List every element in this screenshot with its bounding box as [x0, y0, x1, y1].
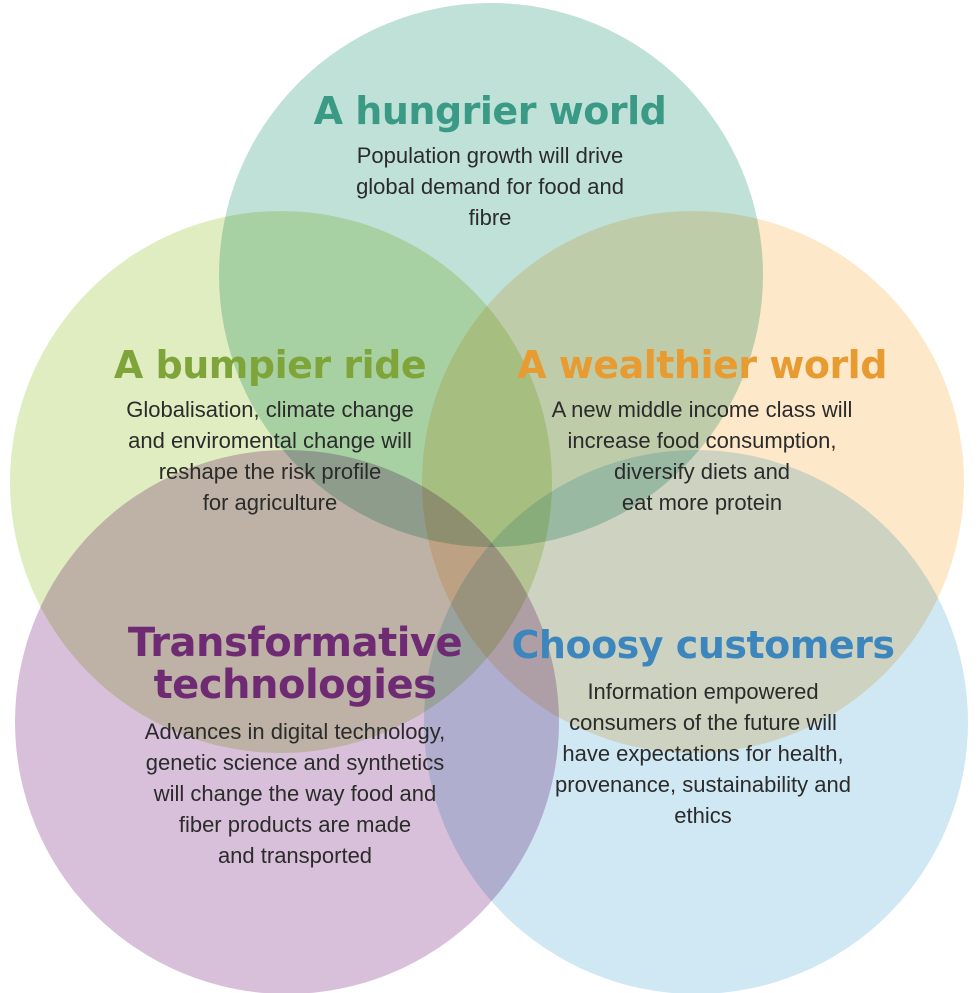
- bumpier-ride-line: Globalisation, climate change: [126, 396, 414, 422]
- transformative-title-line: technologies: [153, 662, 437, 708]
- transformative-technologies-description: Advances in digital technology, genetic …: [85, 716, 505, 871]
- hungrier-world-line: fibre: [468, 204, 512, 230]
- wealthier-world-line: eat more protein: [621, 489, 783, 515]
- choosy-customers-title: Choosy customers: [511, 623, 895, 667]
- transformative-line: genetic science and synthetics: [145, 750, 445, 775]
- transformative-line: Advances in digital technology,: [144, 719, 446, 744]
- circle-transformative-technologies: [15, 450, 559, 993]
- transformative-title-line: Transformative: [127, 620, 463, 666]
- wealthier-world-description: A new middle income class will increase …: [492, 394, 912, 518]
- circle-choosy-customers: [424, 450, 968, 993]
- bumpier-ride-line: for agriculture: [202, 489, 338, 515]
- transformative-line: will change the way food and: [153, 781, 437, 806]
- hungrier-world-title: A hungrier world: [313, 89, 667, 133]
- choosy-line: have expectations for health,: [562, 740, 844, 766]
- hungrier-world-description: Population growth will drive global dema…: [280, 140, 700, 233]
- wealthier-world-line: A new middle income class will: [551, 396, 853, 422]
- transformative-line: and transported: [217, 843, 373, 868]
- choosy-line: consumers of the future will: [569, 709, 837, 735]
- wealthier-world-block: A wealthier world A new middle income cl…: [492, 343, 912, 518]
- bumpier-ride-title: A bumpier ride: [113, 343, 427, 387]
- choosy-customers-block: Choosy customers Information empowered c…: [488, 623, 918, 831]
- choosy-line: ethics: [674, 802, 732, 828]
- transformative-technologies-block: Transformative technologies Advances in …: [85, 622, 505, 871]
- transformative-technologies-title: Transformative technologies: [85, 622, 505, 706]
- bumpier-ride-line: reshape the risk profile: [158, 458, 382, 484]
- choosy-customers-description: Information empowered consumers of the f…: [488, 676, 918, 831]
- transformative-line: fiber products are made: [178, 812, 412, 837]
- bumpier-ride-line: and enviromental change will: [128, 427, 412, 453]
- choosy-line: Information empowered: [587, 678, 819, 704]
- hungrier-world-line: global demand for food and: [356, 173, 624, 199]
- wealthier-world-line: diversify diets and: [613, 458, 791, 484]
- wealthier-world-title: A wealthier world: [517, 343, 887, 387]
- choosy-line: provenance, sustainability and: [555, 771, 851, 797]
- bumpier-ride-description: Globalisation, climate change and enviro…: [60, 394, 480, 518]
- hungrier-world-block: A hungrier world Population growth will …: [280, 89, 700, 233]
- bumpier-ride-block: A bumpier ride Globalisation, climate ch…: [60, 343, 480, 518]
- wealthier-world-line: increase food consumption,: [567, 427, 837, 453]
- hungrier-world-line: Population growth will drive: [356, 142, 624, 168]
